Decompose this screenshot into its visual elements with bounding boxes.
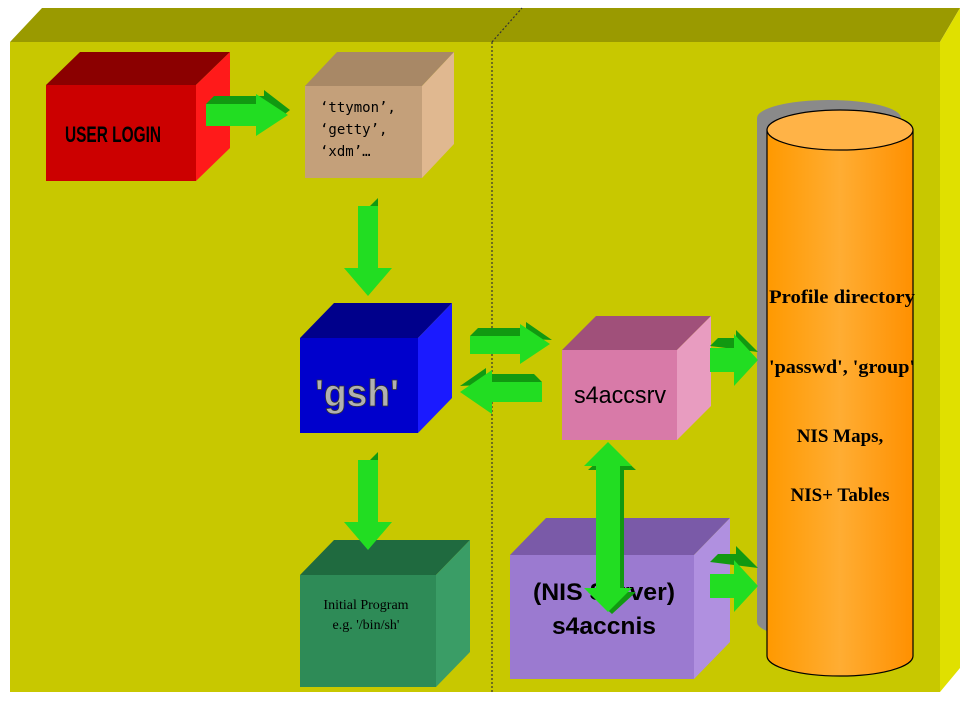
arrow-getty-to-gsh: [344, 198, 392, 296]
arrow-gsh-to-initial: [344, 452, 392, 550]
gsh-label: 'gsh': [315, 373, 399, 415]
arrow-s4accsrv-to-gsh: [460, 368, 542, 414]
getty-box: ‘ttymon’, ‘getty’, ‘xdm’…: [305, 52, 454, 178]
initial-program-box: Initial Program e.g. '/bin/sh': [300, 540, 470, 687]
initial-program-line-2: e.g. '/bin/sh': [333, 618, 400, 633]
arrow-login-to-getty: [206, 90, 290, 136]
arrow-s4accsrv-to-db: [710, 330, 758, 386]
initial-program-line-1: Initial Program: [323, 598, 408, 613]
gsh-box: 'gsh': [300, 303, 452, 433]
getty-line-3: ‘xdm’…: [320, 144, 371, 160]
s4accnis-line-2: s4accnis: [552, 613, 656, 640]
s4accsrv-label: s4accsrv: [574, 382, 666, 409]
arrow-gsh-to-s4accsrv: [470, 322, 552, 364]
s4accsrv-box: s4accsrv: [562, 316, 711, 440]
database-line-2: 'passwd', 'group': [769, 357, 915, 378]
database-cylinder: Profile directory 'passwd', 'group' NIS …: [757, 100, 916, 677]
database-line-3: NIS Maps,: [797, 426, 884, 447]
user-login-label: USER LOGIN: [65, 122, 161, 147]
getty-line-1: ‘ttymon’,: [320, 100, 396, 116]
arrow-s4accsrv-s4accnis: [584, 442, 636, 614]
arrow-s4accnis-to-db: [710, 546, 758, 612]
database-line-1: Profile directory: [769, 287, 916, 308]
user-login-box: USER LOGIN: [46, 52, 230, 181]
database-line-4: NIS+ Tables: [790, 485, 889, 506]
getty-line-2: ‘getty’,: [320, 122, 387, 138]
